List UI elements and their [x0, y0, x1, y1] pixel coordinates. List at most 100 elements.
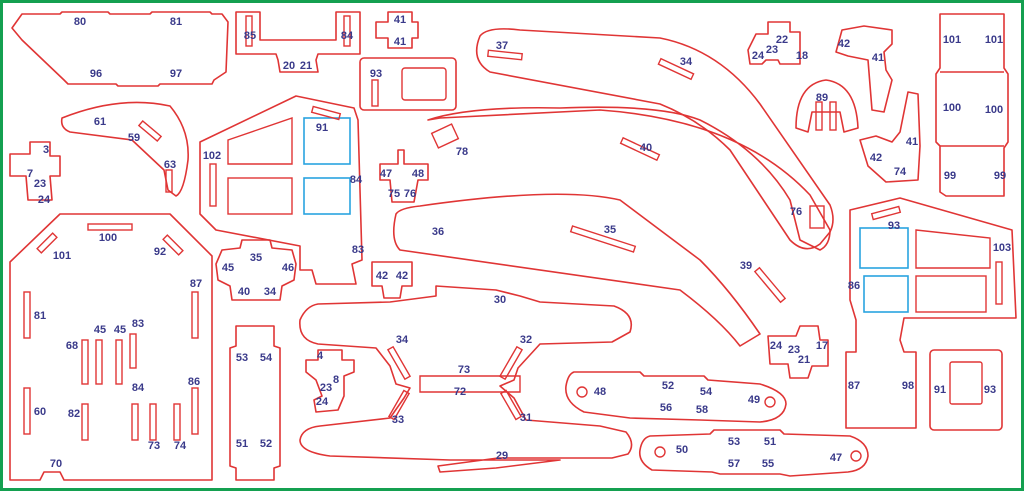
label: 75 — [388, 188, 400, 200]
part-bar-lower — [638, 429, 869, 477]
label: 4 — [317, 350, 324, 362]
engrave-84 — [303, 177, 351, 215]
label: 37 — [496, 40, 508, 52]
label: 92 — [154, 246, 166, 258]
inner-cutout — [419, 375, 521, 393]
cutout — [227, 177, 293, 215]
label: 48 — [412, 168, 424, 180]
label: 33 — [392, 414, 404, 426]
slot — [499, 389, 523, 421]
label: 47 — [830, 452, 842, 464]
label: 23 — [766, 44, 778, 56]
label: 100 — [99, 232, 117, 244]
label: 100 — [985, 104, 1003, 116]
engrave-93 — [859, 227, 909, 269]
label: 73 — [148, 440, 160, 452]
hole — [850, 450, 862, 462]
label: 83 — [352, 244, 364, 256]
slot — [343, 15, 351, 47]
part-3-7 — [9, 141, 61, 201]
part-body-left — [199, 95, 363, 285]
label: 32 — [520, 334, 532, 346]
label: 24 — [770, 340, 783, 352]
label: 42 — [838, 38, 850, 50]
label: 84 — [341, 30, 354, 42]
label: 42 — [376, 270, 388, 282]
label: 57 — [728, 458, 740, 470]
label: 48 — [594, 386, 606, 398]
label: 54 — [260, 352, 273, 364]
part-arm-35 — [392, 193, 761, 347]
slot — [657, 57, 695, 81]
label: 49 — [748, 394, 760, 406]
label: 41 — [394, 14, 406, 26]
label: 29 — [496, 450, 508, 462]
label: 81 — [170, 16, 182, 28]
label: 41 — [872, 52, 884, 64]
label: 93 — [984, 384, 996, 396]
slot — [191, 291, 199, 339]
label: 35 — [604, 224, 616, 236]
label: 39 — [740, 260, 752, 272]
label: 47 — [380, 168, 392, 180]
engrave-91 — [303, 117, 351, 165]
label: 76 — [790, 206, 802, 218]
slot — [815, 101, 823, 131]
label: 60 — [34, 406, 46, 418]
label: 97 — [170, 68, 182, 80]
part-bracket-85-84 — [235, 11, 361, 73]
label: 91 — [316, 122, 328, 134]
hole — [764, 396, 776, 408]
slot — [129, 333, 137, 369]
slot — [753, 266, 787, 304]
label: 53 — [236, 352, 248, 364]
part-frame-ring — [299, 285, 633, 473]
slot — [173, 403, 181, 441]
label: 101 — [53, 250, 71, 262]
label: 80 — [74, 16, 86, 28]
label: 41 — [394, 36, 406, 48]
slot — [23, 387, 31, 435]
slot — [131, 403, 139, 441]
part-gear-78 — [427, 106, 831, 251]
slot — [870, 205, 902, 221]
slot — [430, 123, 460, 149]
label: 101 — [985, 34, 1003, 46]
slot — [619, 136, 661, 162]
label: 8 — [333, 374, 339, 386]
label: 40 — [640, 142, 652, 154]
label: 34 — [680, 56, 693, 68]
slot — [23, 291, 31, 339]
label: 53 — [728, 436, 740, 448]
slot — [209, 163, 217, 207]
slot — [809, 205, 825, 229]
slot — [569, 225, 637, 253]
label: 78 — [456, 146, 468, 158]
label: 86 — [188, 376, 200, 388]
part-arch-89 — [795, 79, 859, 133]
label: 52 — [662, 380, 674, 392]
cutout — [915, 275, 987, 313]
part-clip-35 — [215, 239, 297, 301]
label: 86 — [848, 280, 860, 292]
part-42-41-low — [859, 91, 921, 183]
label: 84 — [350, 174, 363, 186]
label: 46 — [282, 262, 294, 274]
label: 96 — [90, 68, 102, 80]
part-body-right — [845, 197, 1017, 429]
part-101-100-99 — [935, 13, 1009, 197]
label: 72 — [454, 386, 466, 398]
slot — [829, 101, 837, 131]
label: 42 — [396, 270, 408, 282]
slot — [387, 389, 411, 421]
slot — [371, 79, 379, 107]
label: 83 — [132, 318, 144, 330]
label: 50 — [676, 444, 688, 456]
label: 18 — [796, 50, 808, 62]
slot — [487, 49, 523, 61]
label: 23 — [34, 178, 46, 190]
label: 31 — [520, 412, 532, 424]
label: 99 — [994, 170, 1006, 182]
slot — [498, 345, 524, 381]
label: 102 — [203, 150, 221, 162]
